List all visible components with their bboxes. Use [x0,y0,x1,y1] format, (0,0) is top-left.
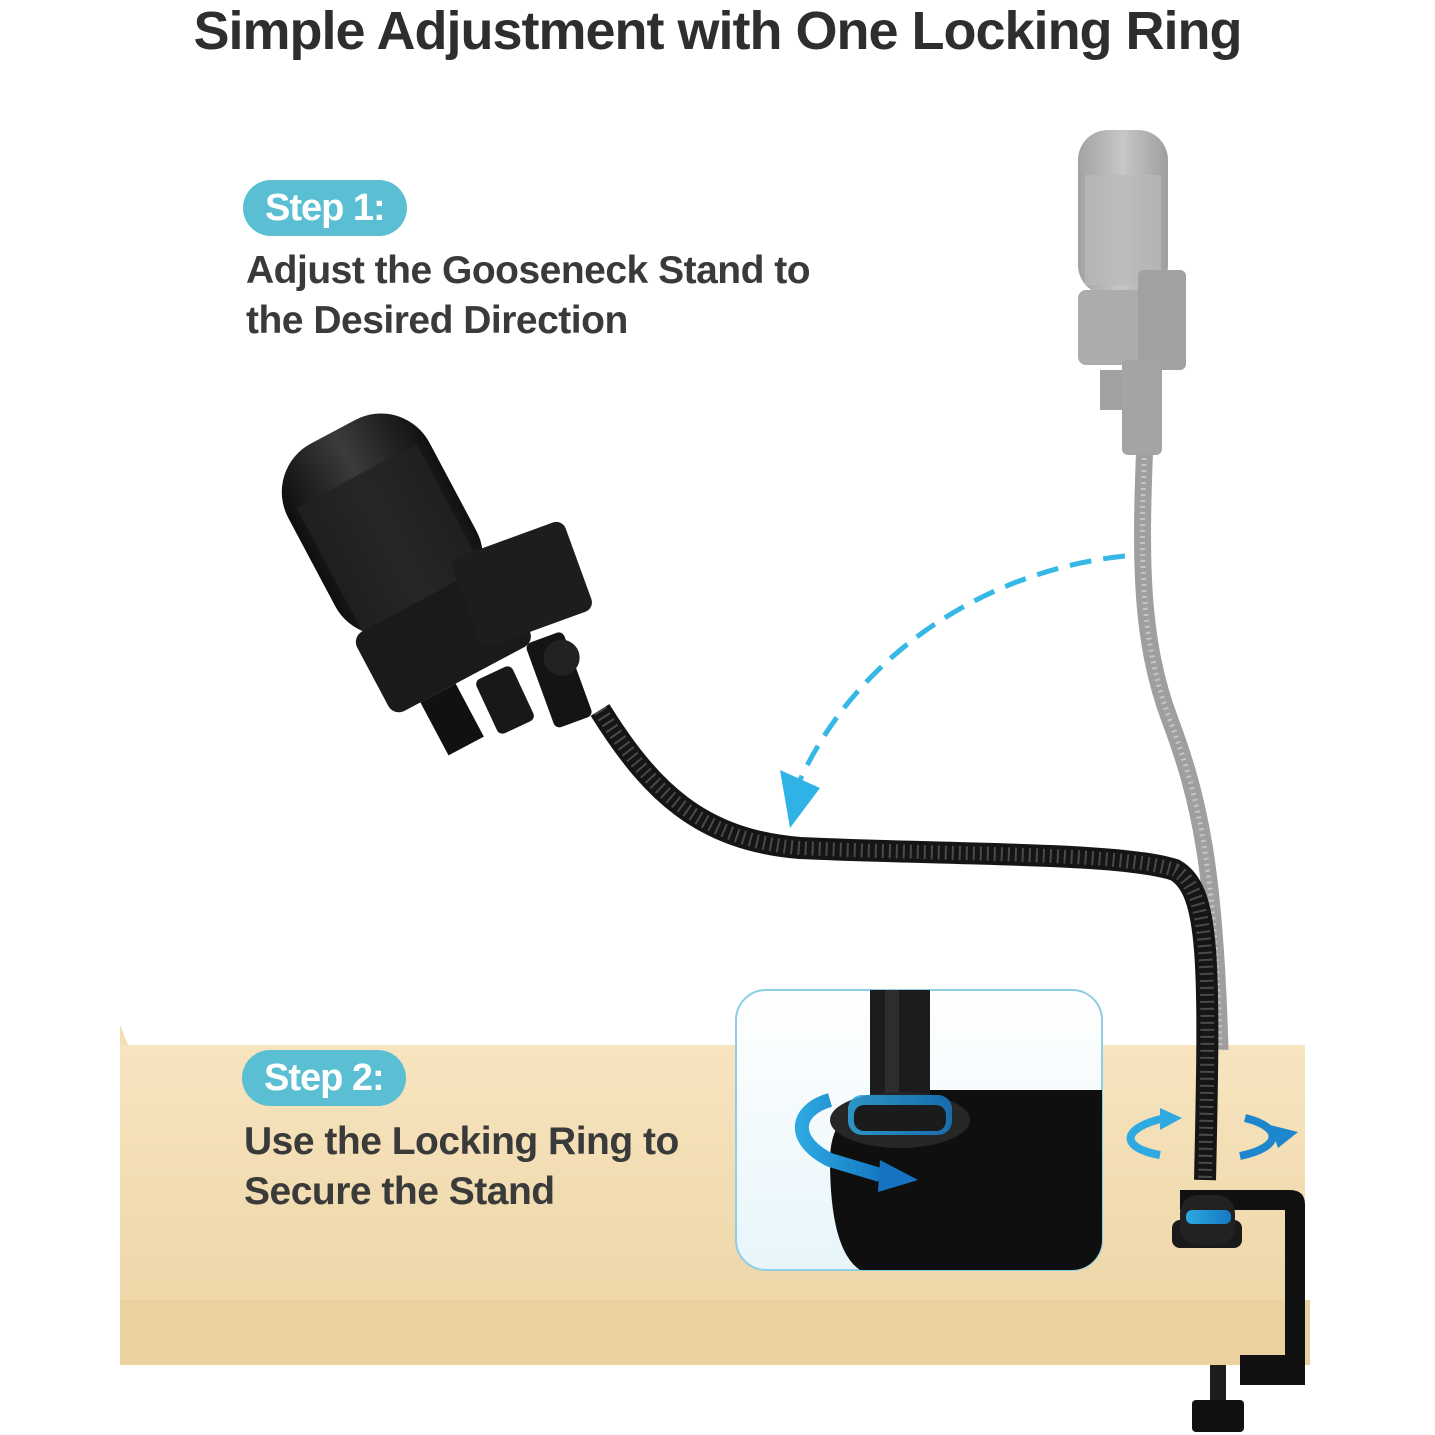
curved-dashed-arrow-icon [780,553,1126,828]
step2-line1: Use the Locking Ring to [244,1120,679,1163]
step1-line1: Adjust the Gooseneck Stand to [246,249,811,292]
step1-description: Adjust the Gooseneck Stand to the Desire… [246,246,946,346]
step1-line2: the Desired Direction [246,299,628,342]
locking-ring-arrow-icon [794,1093,918,1192]
gooseneck [590,704,1219,1181]
page-title: Simple Adjustment with One Locking Ring [193,1,1242,61]
microphone [281,413,592,756]
ghost-microphone [1078,130,1229,1051]
desk-clamp [1172,1190,1305,1432]
rotate-arrows-icon [1126,1108,1298,1160]
step2-description: Use the Locking Ring to Secure the Stand [244,1117,764,1217]
locking-ring-inset [735,989,1103,1271]
step2-badge: Step 2: [242,1050,406,1106]
step1-badge: Step 1: [243,180,407,236]
step2-line2: Secure the Stand [244,1170,555,1213]
